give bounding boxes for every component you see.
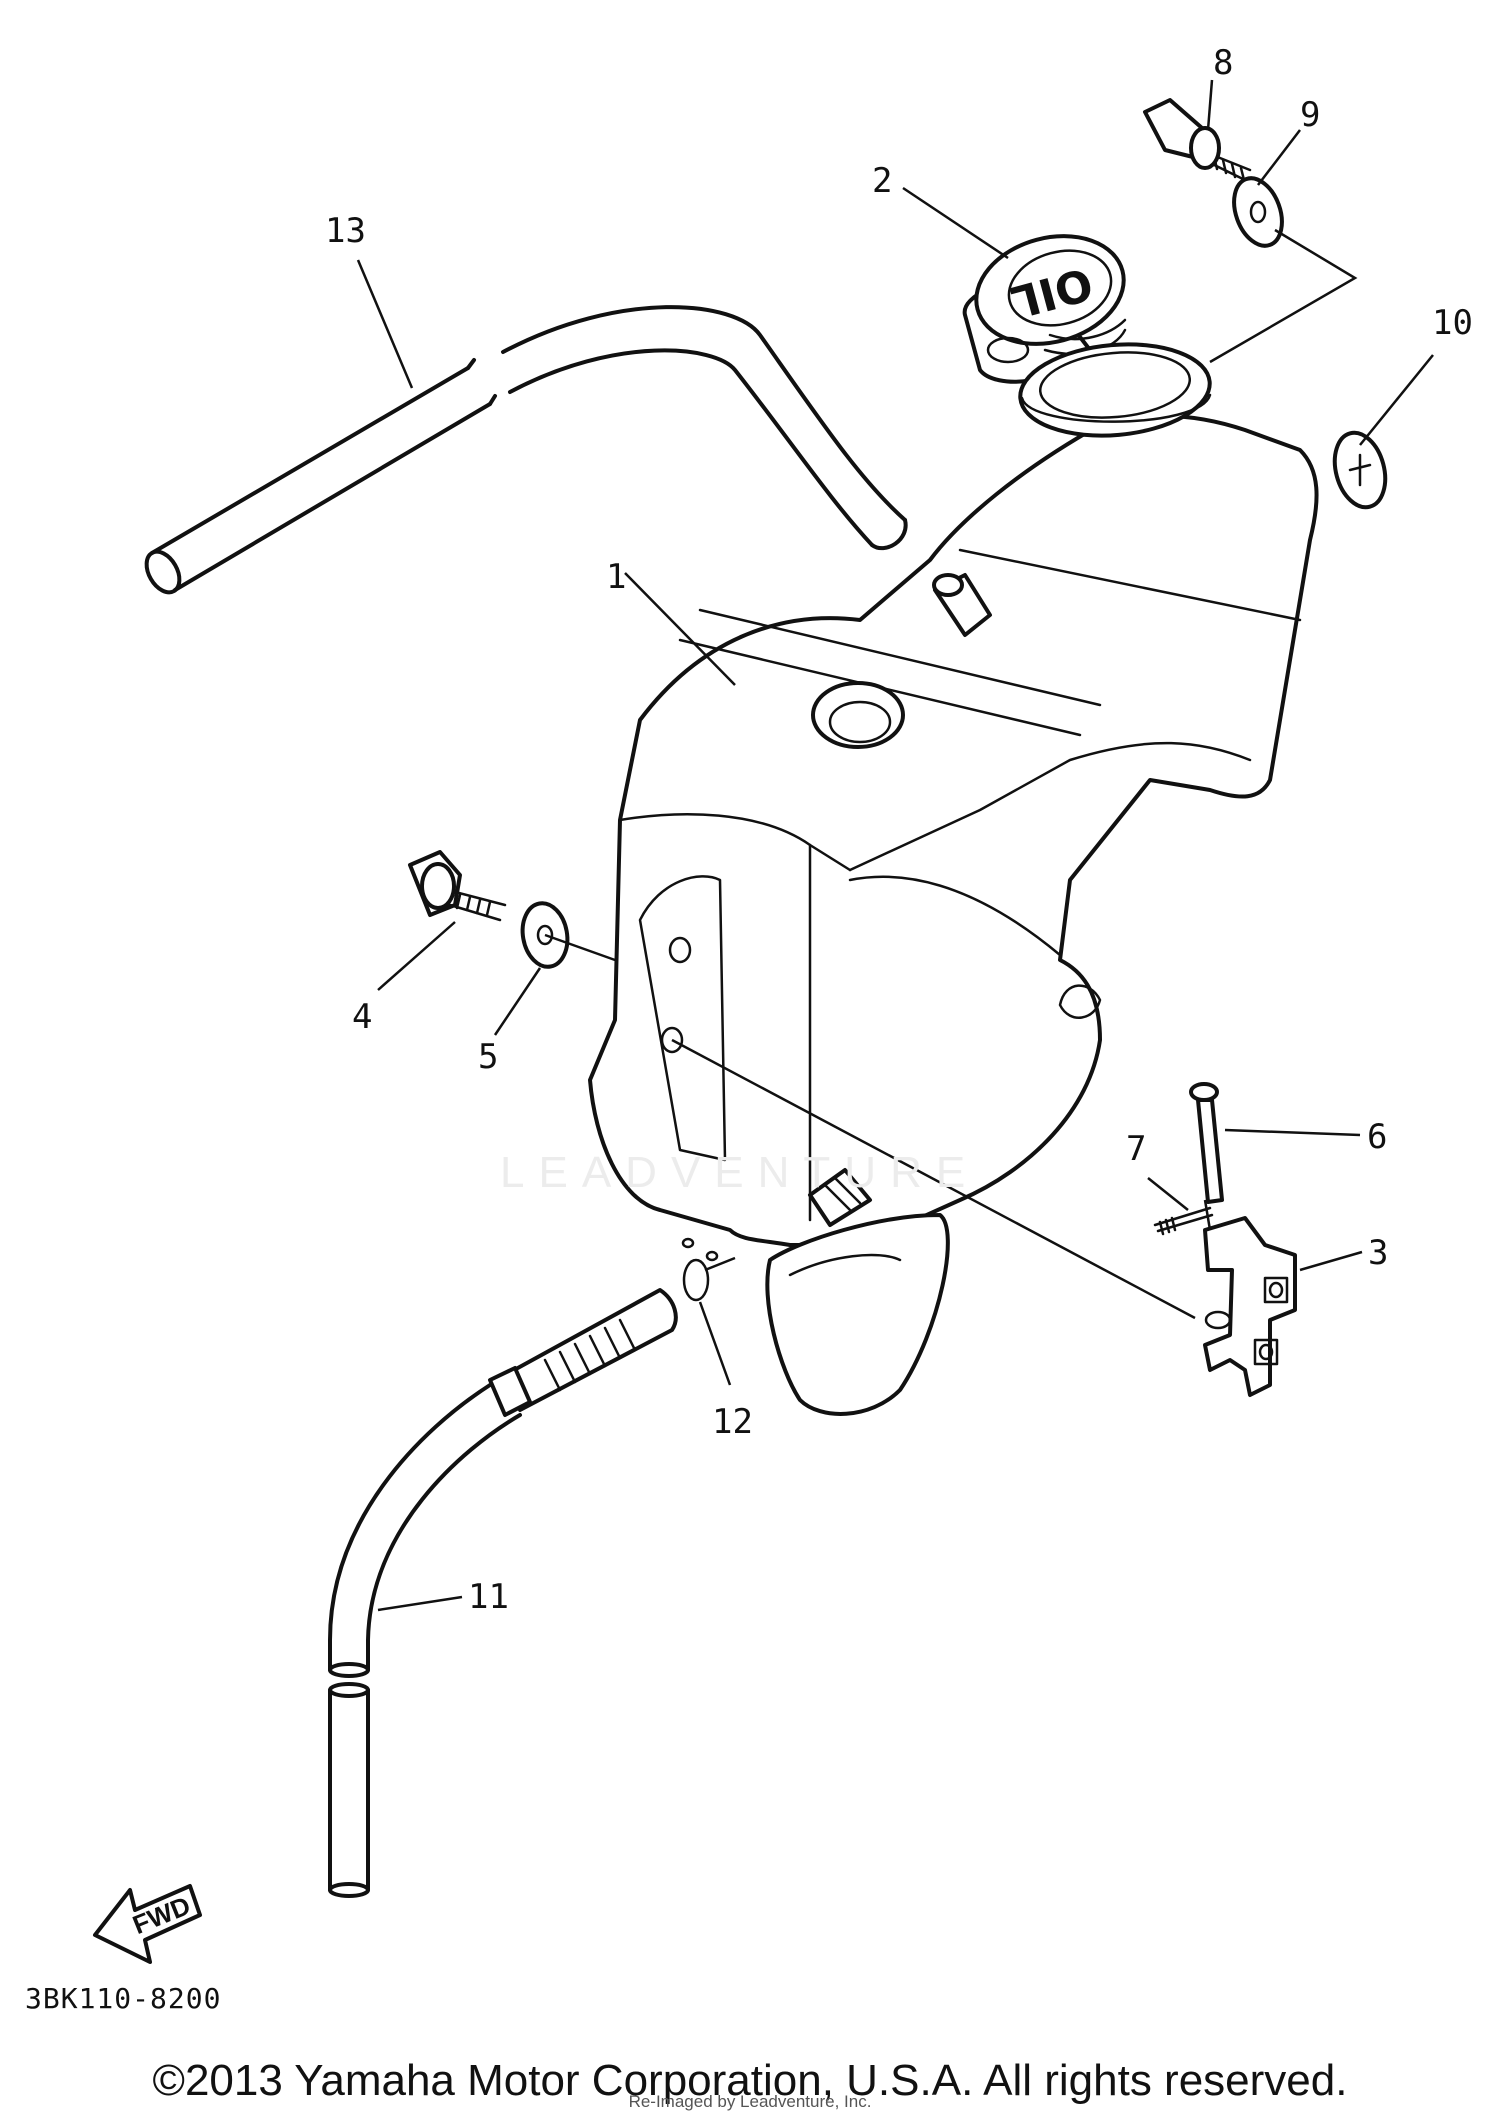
part-13-breather-hose [144, 305, 908, 595]
centerline-5 [544, 933, 616, 962]
part-9-washer [1232, 176, 1284, 248]
callout-13: 13 [325, 211, 366, 251]
callout-12: 12 [712, 1402, 753, 1442]
callout-11: 11 [468, 1577, 509, 1617]
fwd-arrow-icon [93, 1884, 202, 1964]
watermark: LEADVENTURE [500, 1148, 980, 1197]
part-8-wing-bolt [1143, 98, 1252, 182]
part-10-grommet [1332, 430, 1388, 510]
centerline-6 [1203, 1199, 1212, 1231]
part-3-bracket [1203, 1216, 1297, 1397]
callout-2: 2 [872, 161, 893, 201]
drawing-code: 3BK110-8200 [25, 1982, 222, 2015]
centerline-bracket [671, 1038, 1196, 1320]
callout-5: 5 [478, 1037, 499, 1077]
callout-9: 9 [1300, 95, 1321, 135]
copyright-notice: ©2013 Yamaha Motor Corporation, U.S.A. A… [152, 2056, 1348, 2105]
callout-6: 6 [1367, 1117, 1388, 1157]
callout-10: 10 [1432, 303, 1473, 343]
callout-7: 7 [1126, 1129, 1147, 1169]
part-6-pin [1189, 1082, 1224, 1204]
centerline-12 [704, 1256, 736, 1272]
centerline-9 [1209, 228, 1358, 364]
reimage-credit: Re-Imaged by Leadventure, Inc. [628, 2092, 872, 2111]
callout-4: 4 [352, 997, 373, 1037]
callout-3: 3 [1368, 1233, 1389, 1273]
leader-lines [356, 79, 1434, 1612]
callout-8: 8 [1213, 43, 1234, 83]
part-7-cotter-pin [1153, 1206, 1214, 1236]
part-11-delivery-hose [328, 1288, 678, 1898]
part-12-clip [681, 1237, 719, 1302]
callout-1: 1 [606, 557, 627, 597]
part-4-bolt [408, 850, 507, 922]
part-1-oil-tank [588, 342, 1319, 1416]
